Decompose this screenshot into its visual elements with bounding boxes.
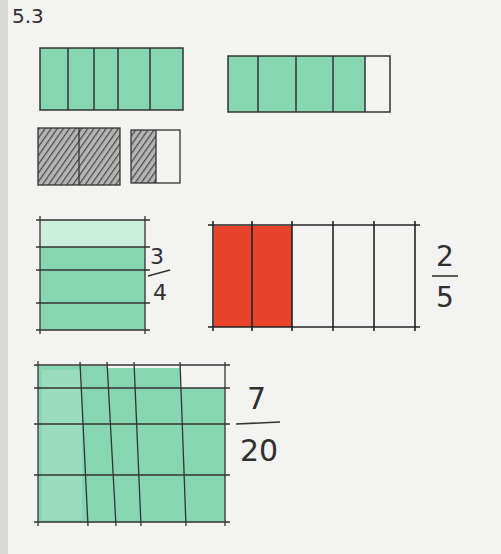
shaded-part (131, 130, 156, 183)
fraction-denominator: 4 (153, 282, 167, 304)
pencil-bar-halves (38, 128, 120, 185)
divider (67, 48, 69, 110)
row-line (34, 521, 230, 522)
divider (332, 56, 334, 112)
row-line (34, 474, 230, 475)
fraction-bar (148, 270, 170, 276)
divider (251, 221, 253, 331)
bar-four-fifths (228, 56, 390, 112)
divider (78, 128, 79, 185)
bar-five-fifths (40, 48, 183, 110)
divider (295, 56, 297, 112)
side-line (144, 216, 145, 334)
light-part (40, 220, 145, 247)
edge-line (208, 224, 420, 226)
column-line (37, 361, 38, 526)
bar-two-fifths (208, 221, 420, 331)
row-line (34, 387, 230, 388)
grid-twentieths (34, 361, 230, 526)
side-line (39, 216, 40, 334)
shaded-part (228, 56, 365, 112)
column-line (224, 362, 225, 526)
shaded-part (38, 366, 225, 522)
exercise-number: 5.3 (12, 6, 44, 26)
divider (373, 221, 375, 331)
divider (291, 221, 293, 331)
bar-outline (38, 128, 120, 185)
row-line (36, 269, 150, 270)
column-line (180, 362, 186, 526)
fraction-bar (432, 275, 458, 277)
column-line (107, 362, 116, 526)
bar-outline (228, 56, 390, 112)
row-line (34, 423, 230, 424)
shaded-part (214, 226, 292, 327)
row-line (36, 302, 150, 303)
divider (155, 130, 156, 183)
fraction-bar (236, 422, 280, 424)
pencil-bar-half (131, 130, 180, 183)
divider (93, 48, 95, 110)
column-line (134, 362, 141, 526)
paper-shadow (0, 0, 8, 554)
row-line (34, 364, 230, 365)
bar-outline (131, 130, 180, 183)
divider (117, 48, 119, 110)
bar-three-quarters (36, 216, 150, 334)
fraction-numerator: 7 (247, 384, 266, 414)
divider (257, 56, 259, 112)
bar-outline (40, 48, 183, 110)
shaded-part (40, 247, 145, 330)
divider (364, 56, 366, 112)
row-line (36, 246, 150, 247)
edge-line (208, 326, 420, 328)
divider (414, 221, 416, 331)
divider (149, 48, 151, 110)
row-line (36, 219, 150, 220)
column-line (80, 362, 88, 526)
row-line (36, 329, 150, 330)
divider (332, 221, 334, 331)
shaded-part (42, 370, 82, 520)
divider (212, 221, 214, 331)
fraction-numerator: 3 (150, 246, 164, 268)
fraction-denominator: 20 (240, 436, 278, 466)
fraction-denominator: 5 (436, 284, 454, 312)
fraction-numerator: 2 (436, 243, 454, 271)
